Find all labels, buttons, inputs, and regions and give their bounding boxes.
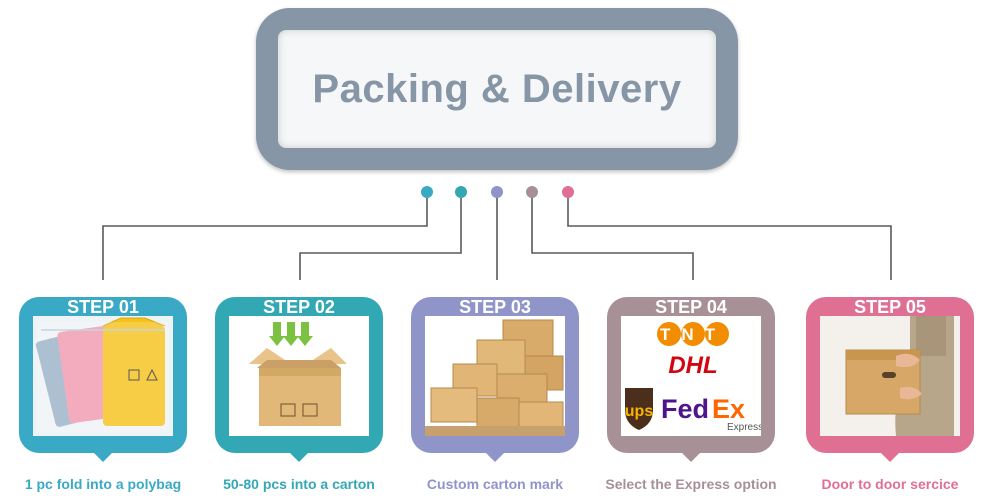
- step-label-5: STEP 05: [854, 297, 926, 317]
- step-label-3: STEP 03: [459, 297, 531, 317]
- step-caption-3: Custom carton mark: [426, 476, 564, 492]
- polybag-image: [33, 316, 173, 436]
- step-caption-4: Select the Express option: [605, 476, 777, 492]
- connector-step-02: [299, 192, 462, 280]
- dhl-logo: DHL: [668, 352, 717, 379]
- step-pointer-4: [681, 452, 701, 462]
- delivery-person-image: [820, 316, 960, 436]
- step-pointer-2: [289, 452, 309, 462]
- step-label-4: STEP 04: [655, 297, 727, 317]
- ups-logo: ups: [625, 403, 654, 420]
- fedex-logo-fed: Fed: [661, 394, 709, 424]
- connector-step-04: [531, 192, 694, 280]
- step-caption-5: Door to door sercice: [821, 476, 959, 492]
- step-card-5: STEP 05: [806, 297, 974, 453]
- tnt-logo-circle-1: [657, 322, 681, 346]
- step-card-2: STEP 02: [215, 297, 383, 453]
- connector-step-01: [102, 192, 428, 280]
- connector-dot-5: [562, 186, 574, 198]
- step-pointer-1: [93, 452, 113, 462]
- fedex-express-label: Express: [727, 422, 761, 433]
- step-caption-1: 1 pc fold into a polybag: [24, 476, 182, 492]
- title-panel: [278, 30, 716, 148]
- page-title: Packing & Delivery: [312, 66, 682, 111]
- step-pointer-3: [485, 452, 505, 462]
- carton-image: [229, 316, 369, 436]
- tnt-logo: TNT: [660, 325, 726, 344]
- connector-dot-4: [526, 186, 538, 198]
- tnt-logo-circle-3: [705, 322, 729, 346]
- connector-step-05: [567, 192, 892, 280]
- stacked-cartons-image: [425, 316, 565, 436]
- fedex-logo-ex: Ex: [712, 394, 745, 424]
- step-label-2: STEP 02: [263, 297, 335, 317]
- step-label-1: STEP 01: [67, 297, 139, 317]
- step-card-1: STEP 01: [19, 297, 187, 453]
- connector-dot-1: [421, 186, 433, 198]
- tnt-logo-circle-2: [681, 322, 705, 346]
- step-caption-2: 50-80 pcs into a carton: [223, 476, 375, 492]
- step-pointer-5: [880, 452, 900, 462]
- step-card-3: STEP 03: [411, 297, 579, 453]
- connector-dot-3: [491, 186, 503, 198]
- step-card-4: STEP 04 TNT DHL ups Fed Ex Express: [607, 297, 775, 453]
- ups-shield-icon: [625, 388, 653, 430]
- connector-dot-2: [455, 186, 467, 198]
- carrier-logos-image: TNT DHL ups Fed Ex Express: [621, 316, 761, 436]
